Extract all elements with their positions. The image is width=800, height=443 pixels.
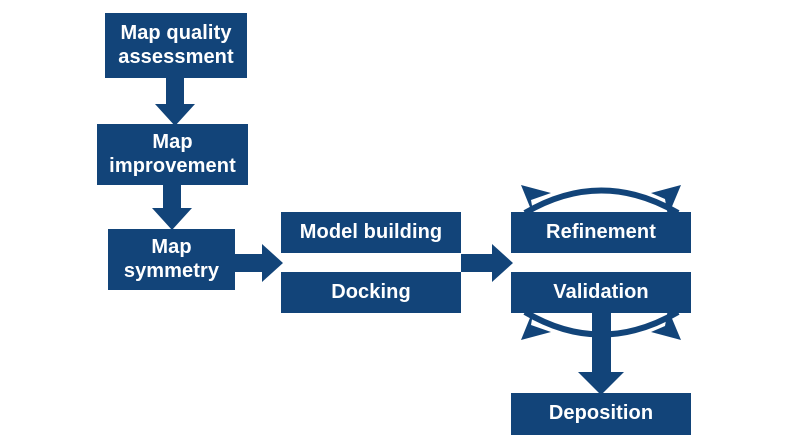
node-model-building[interactable]: Model building — [281, 212, 461, 253]
node-validation[interactable]: Validation — [511, 272, 691, 313]
node-label: Deposition — [548, 402, 654, 425]
node-label: Refinement — [546, 220, 656, 243]
connector-symmetry-to-building — [235, 244, 283, 282]
node-refinement[interactable]: Refinement — [511, 212, 691, 253]
connector-improvement-to-symmetry — [152, 185, 192, 230]
node-map-improvement[interactable]: Map improvement — [97, 124, 248, 185]
node-label: Map quality assessment — [118, 21, 234, 68]
node-label: Validation — [553, 280, 649, 303]
connector-cycle-top — [521, 185, 681, 217]
node-label: Docking — [331, 280, 411, 303]
node-docking[interactable]: Docking — [281, 272, 461, 313]
node-label: Map symmetry — [123, 235, 220, 282]
connector-quality-to-improvement — [155, 78, 195, 126]
node-label: Map improvement — [109, 130, 236, 177]
node-map-symmetry[interactable]: Map symmetry — [108, 229, 235, 290]
connector-building-to-refinement — [461, 244, 513, 282]
node-map-quality-assessment[interactable]: Map quality assessment — [105, 13, 247, 78]
node-deposition[interactable]: Deposition — [511, 393, 691, 435]
connector-validation-to-deposition — [578, 313, 624, 395]
node-label: Model building — [299, 220, 443, 243]
